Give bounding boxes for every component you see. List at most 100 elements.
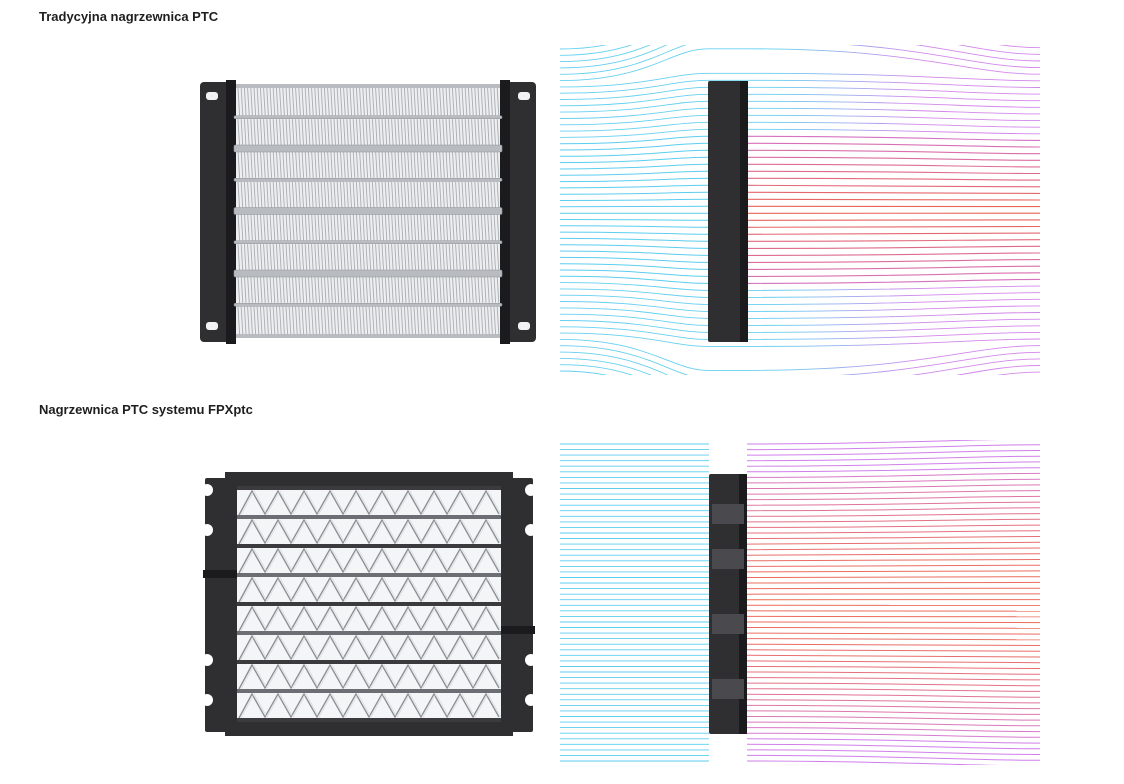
airflow-streamline-heated — [746, 677, 1040, 681]
airflow-streamline-heated — [746, 559, 1040, 562]
airflow-streamline-inlet — [560, 275, 709, 284]
airflow-streamline-heated — [746, 564, 1040, 567]
heater-side-edge — [739, 474, 747, 734]
triangular-fin-highlight — [240, 635, 502, 661]
triangular-fin-highlight — [240, 548, 502, 574]
airflow-streamline-heated — [746, 576, 1040, 578]
airflow-streamline-heated — [746, 688, 1040, 692]
airflow-streamline-heated — [747, 239, 1040, 242]
frame-notch — [203, 524, 213, 536]
airflow-streamline-heated — [746, 760, 998, 765]
airflow-streamline-heated — [746, 440, 998, 445]
airflow-streamline-heated — [746, 654, 1040, 658]
airflow-streamline-heated — [746, 518, 1040, 523]
airflow-streamline-bypass — [560, 107, 1040, 119]
electrode-bar — [233, 177, 503, 182]
airflow-streamline-heated — [746, 444, 1040, 451]
airflow-streamline-bypass — [560, 326, 1040, 340]
airflow-streamline-bypass — [560, 307, 1040, 319]
airflow-streamline-inlet — [560, 237, 709, 242]
airflow-streamline-bypass — [560, 301, 1040, 312]
airflow-streamline-bypass — [560, 121, 1040, 132]
airflow-streamline-heated — [747, 278, 1040, 284]
mounting-hole — [206, 322, 218, 330]
airflow-streamline-heated — [746, 495, 1040, 501]
fin-divider — [237, 602, 501, 606]
airflow-streamline-heated — [747, 170, 1040, 175]
airflow-streamline-inlet — [560, 250, 709, 256]
airflow-streamline-heated — [746, 732, 1040, 738]
airflow-streamline-heated — [746, 524, 1040, 528]
fpx-ptc-heater-icon — [203, 472, 535, 736]
fpx-airflow-diagram — [560, 440, 1040, 765]
airflow-streamline-heated — [746, 716, 1040, 721]
airflow-streamline-inlet — [560, 256, 709, 263]
airflow-streamline-bypass — [560, 45, 608, 50]
airflow-streamline-bypass — [560, 45, 1040, 69]
fin-divider — [237, 718, 501, 722]
electrode-bar — [233, 144, 503, 153]
mounting-hole — [518, 92, 530, 100]
airflow-streamline-heated — [746, 693, 1040, 698]
electrode-bar — [233, 269, 503, 278]
airflow-streamline-inlet — [560, 269, 709, 277]
airflow-streamline-heated — [747, 272, 1040, 277]
corrugated-fin — [237, 212, 500, 241]
airflow-streamline-bypass — [560, 357, 1040, 375]
airflow-streamline-heated — [746, 638, 1040, 641]
airflow-streamline-heated — [747, 163, 1040, 168]
airflow-streamline-heated — [746, 536, 1040, 539]
airflow-streamline-heated — [747, 252, 1040, 256]
triangular-fin-highlight — [240, 577, 502, 603]
triangular-fin — [238, 692, 500, 719]
left-connector — [203, 570, 237, 578]
frame-notch — [203, 694, 213, 706]
airflow-streamline-inlet — [560, 263, 709, 270]
electrode-bar — [233, 302, 503, 307]
corrugated-fin — [237, 244, 500, 272]
airflow-streamline-heated — [746, 472, 1040, 478]
airflow-streamline-heated — [747, 232, 1040, 235]
airflow-streamline-heated — [746, 682, 1040, 687]
airflow-streamline-inlet — [560, 205, 709, 208]
frame-notch — [203, 484, 213, 496]
right-frame — [501, 478, 533, 732]
corrugated-fin — [237, 87, 500, 116]
triangular-fin-highlight — [240, 490, 502, 516]
airflow-streamline-heated — [746, 749, 1040, 755]
airflow-streamline-inlet — [560, 225, 709, 228]
triangular-fin-highlight — [240, 606, 502, 632]
triangular-fin-highlight — [240, 664, 502, 690]
bottom-bar — [236, 334, 500, 338]
airflow-streamline-heated — [746, 754, 1040, 761]
frame-notch — [525, 654, 535, 666]
airflow-streamline-inlet — [560, 149, 709, 157]
airflow-streamline-inlet — [560, 142, 709, 151]
mounting-hole — [518, 322, 530, 330]
airflow-streamline-heated — [746, 704, 1040, 710]
electrode-bar — [233, 115, 503, 120]
airflow-streamline-inlet — [560, 191, 709, 195]
airflow-streamline-inlet — [560, 184, 709, 189]
section-title-traditional: Tradycyjna nagrzewnica PTC — [39, 9, 219, 24]
airflow-streamline-bypass — [560, 72, 1040, 88]
frame-notch — [525, 694, 535, 706]
fin-divider — [237, 486, 501, 490]
top-frame — [225, 472, 513, 488]
airflow-streamline-inlet — [560, 156, 709, 164]
airflow-streamline-heated — [746, 621, 1040, 624]
triangular-fin — [238, 663, 500, 690]
airflow-streamline-heated — [746, 507, 1040, 512]
airflow-streamline-bypass — [560, 288, 1040, 298]
airflow-streamline-heated — [746, 710, 1040, 715]
airflow-streamline-inlet — [560, 170, 709, 176]
airflow-streamline-heated — [746, 727, 1040, 733]
airflow-streamline-inlet — [560, 198, 709, 201]
airflow-streamline-heated — [746, 478, 1040, 484]
triangular-fin — [238, 576, 500, 603]
airflow-streamline-bypass — [560, 45, 1040, 63]
airflow-streamline-heated — [747, 135, 1040, 141]
airflow-streamline-heated — [747, 265, 1040, 270]
airflow-streamline-heated — [746, 547, 1040, 551]
airflow-streamline-heated — [746, 484, 1040, 489]
